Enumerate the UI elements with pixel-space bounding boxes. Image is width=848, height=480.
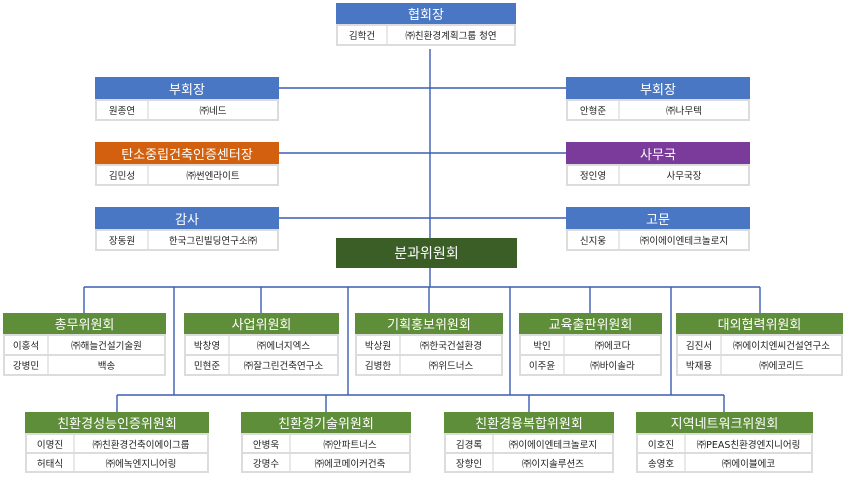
auditor-box: 감사 장동원 한국그린빌딩연구소㈜ bbox=[95, 207, 279, 251]
member-name: 강병민 bbox=[5, 356, 47, 374]
member-name: 허태식 bbox=[27, 454, 73, 471]
advisor-name: 신지웅 bbox=[568, 231, 618, 249]
secretariat-title: 사무국 bbox=[566, 142, 750, 164]
auditor-company: 한국그린빌딩연구소㈜ bbox=[149, 231, 277, 249]
member-name: 이호진 bbox=[638, 435, 684, 452]
president-title: 협회장 bbox=[336, 3, 516, 24]
committee-title: 교육출판위원회 bbox=[519, 313, 662, 334]
member-name: 송영호 bbox=[638, 454, 684, 471]
member-company: ㈜에코다 bbox=[565, 336, 660, 354]
member-company: ㈜친환경건축이에이그룹 bbox=[75, 435, 207, 452]
committee-title: 친환경성능인증위원회 bbox=[25, 412, 209, 433]
committee-planning-pr: 기획홍보위원회 박상원㈜한국건설환경 김병한㈜위드너스 bbox=[355, 313, 503, 376]
committee-education-publishing: 교육출판위원회 박인㈜에코다 이주윤㈜바이솔라 bbox=[519, 313, 662, 376]
member-name: 박상원 bbox=[357, 336, 399, 354]
carbon-center-name: 김민성 bbox=[97, 166, 147, 184]
secretariat-role: 사무국장 bbox=[620, 166, 748, 184]
member-name: 박인 bbox=[521, 336, 563, 354]
member-name: 강명수 bbox=[243, 454, 289, 471]
secretariat-box: 사무국 정인영 사무국장 bbox=[566, 142, 750, 186]
member-company: ㈜에코메이커건축 bbox=[291, 454, 409, 471]
carbon-center-box: 탄소중립건축인증센터장 김민성 ㈜썬엔라이트 bbox=[95, 142, 279, 186]
vp-right-company: ㈜나무텍 bbox=[620, 101, 748, 119]
vp-right-name: 안형준 bbox=[568, 101, 618, 119]
vp-right-title: 부회장 bbox=[566, 77, 750, 99]
vp-left-name: 원종연 bbox=[97, 101, 147, 119]
member-name: 장향인 bbox=[446, 454, 492, 471]
member-company: 백송 bbox=[49, 356, 164, 374]
advisor-title: 고문 bbox=[566, 207, 750, 229]
president-name: 김학건 bbox=[338, 26, 386, 44]
committee-business: 사업위원회 박창영㈜에너지엑스 민현준㈜잘그린건축연구소 bbox=[184, 313, 339, 376]
member-name: 이홍석 bbox=[5, 336, 47, 354]
auditor-name: 장동원 bbox=[97, 231, 147, 249]
member-name: 김경록 bbox=[446, 435, 492, 452]
auditor-title: 감사 bbox=[95, 207, 279, 229]
member-name: 김진서 bbox=[678, 336, 720, 354]
committee-title: 친환경융복합위원회 bbox=[444, 412, 614, 433]
president-company: ㈜친환경계획그룹 청연 bbox=[388, 26, 514, 44]
committee-title: 대외협력위원회 bbox=[676, 313, 843, 334]
member-name: 민현준 bbox=[186, 356, 228, 374]
member-company: ㈜위드너스 bbox=[401, 356, 501, 374]
member-company: ㈜한국건설환경 bbox=[401, 336, 501, 354]
member-company: ㈜에너지엑스 bbox=[230, 336, 337, 354]
member-name: 안병욱 bbox=[243, 435, 289, 452]
vp-left-box: 부회장 원종연 ㈜네드 bbox=[95, 77, 279, 121]
member-name: 박창영 bbox=[186, 336, 228, 354]
carbon-center-company: ㈜썬엔라이트 bbox=[149, 166, 277, 184]
member-company: ㈜이에이엔테크놀로지 bbox=[494, 435, 612, 452]
advisor-box: 고문 신지웅 ㈜이에이엔테크놀로지 bbox=[566, 207, 750, 251]
member-company: ㈜잘그린건축연구소 bbox=[230, 356, 337, 374]
vp-left-company: ㈜네드 bbox=[149, 101, 277, 119]
committee-title: 친환경기술위원회 bbox=[241, 412, 411, 433]
member-company: ㈜바이솔라 bbox=[565, 356, 660, 374]
committee-eco-technology: 친환경기술위원회 안병욱㈜안파트너스 강명수㈜에코메이커건축 bbox=[241, 412, 411, 473]
advisor-company: ㈜이에이엔테크놀로지 bbox=[620, 231, 748, 249]
committee-title: 지역네트워크위원회 bbox=[636, 412, 813, 433]
member-name: 김병한 bbox=[357, 356, 399, 374]
member-company: ㈜이지솔루션즈 bbox=[494, 454, 612, 471]
subcommittee-box: 분과위원회 bbox=[336, 238, 517, 268]
committee-title: 총무위원회 bbox=[3, 313, 166, 334]
committee-external-cooperation: 대외협력위원회 김진서㈜에이치엔씨건설연구소 박재용㈜에코리드 bbox=[676, 313, 843, 376]
member-company: ㈜에이치엔씨건설연구소 bbox=[722, 336, 841, 354]
committee-regional-network: 지역네트워크위원회 이호진㈜PEAS친환경엔지니어링 송영호㈜에이블에코 bbox=[636, 412, 813, 473]
vp-left-title: 부회장 bbox=[95, 77, 279, 99]
committee-title: 기획홍보위원회 bbox=[355, 313, 503, 334]
member-name: 이주윤 bbox=[521, 356, 563, 374]
member-company: ㈜에이블에코 bbox=[686, 454, 811, 471]
member-name: 박재용 bbox=[678, 356, 720, 374]
carbon-center-title: 탄소중립건축인증센터장 bbox=[95, 142, 279, 164]
secretariat-name: 정인영 bbox=[568, 166, 618, 184]
committee-title: 사업위원회 bbox=[184, 313, 339, 334]
member-company: ㈜에코리드 bbox=[722, 356, 841, 374]
committee-eco-performance-cert: 친환경성능인증위원회 이명진㈜친환경건축이에이그룹 허태식㈜에녹엔지니어링 bbox=[25, 412, 209, 473]
committee-eco-convergence: 친환경융복합위원회 김경록㈜이에이엔테크놀로지 장향인㈜이지솔루션즈 bbox=[444, 412, 614, 473]
member-company: ㈜안파트너스 bbox=[291, 435, 409, 452]
member-company: ㈜PEAS친환경엔지니어링 bbox=[686, 435, 811, 452]
member-name: 이명진 bbox=[27, 435, 73, 452]
vp-right-box: 부회장 안형준 ㈜나무텍 bbox=[566, 77, 750, 121]
member-company: ㈜에녹엔지니어링 bbox=[75, 454, 207, 471]
president-box: 협회장 김학건 ㈜친환경계획그룹 청연 bbox=[336, 3, 516, 46]
member-company: ㈜해늘건설기술원 bbox=[49, 336, 164, 354]
